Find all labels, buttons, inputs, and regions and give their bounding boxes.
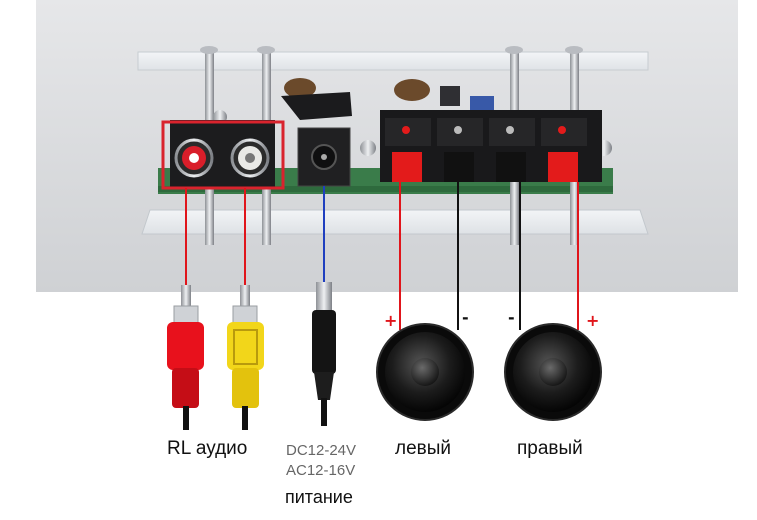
rca-red-plug [167,285,204,430]
right-speaker-label: правый [517,438,583,459]
dc-power-plug [312,282,336,426]
speaker-right [504,323,602,421]
rca-highlight-box [161,120,285,190]
rca-yellow-plug [227,285,264,430]
power-spec-dc: DC12-24V [286,442,357,459]
pcb-components [281,78,494,120]
power-label: питание [285,487,353,507]
left-speaker-label: левый [395,438,452,459]
audio-label: RL аудио [167,438,248,459]
rca-white-socket [230,138,270,178]
speaker-left [376,323,474,421]
rca-red-socket [174,138,214,178]
right-minus-mark: - [508,308,515,327]
power-spec-ac: AC12-16V [286,462,356,479]
right-plus-mark: + [586,311,600,330]
speaker-terminal-block [380,110,602,182]
wires [185,182,579,330]
left-plus-mark: + [384,311,398,330]
pcb-edge [158,186,613,192]
left-minus-mark: - [462,308,469,327]
dc-jack [297,127,351,187]
